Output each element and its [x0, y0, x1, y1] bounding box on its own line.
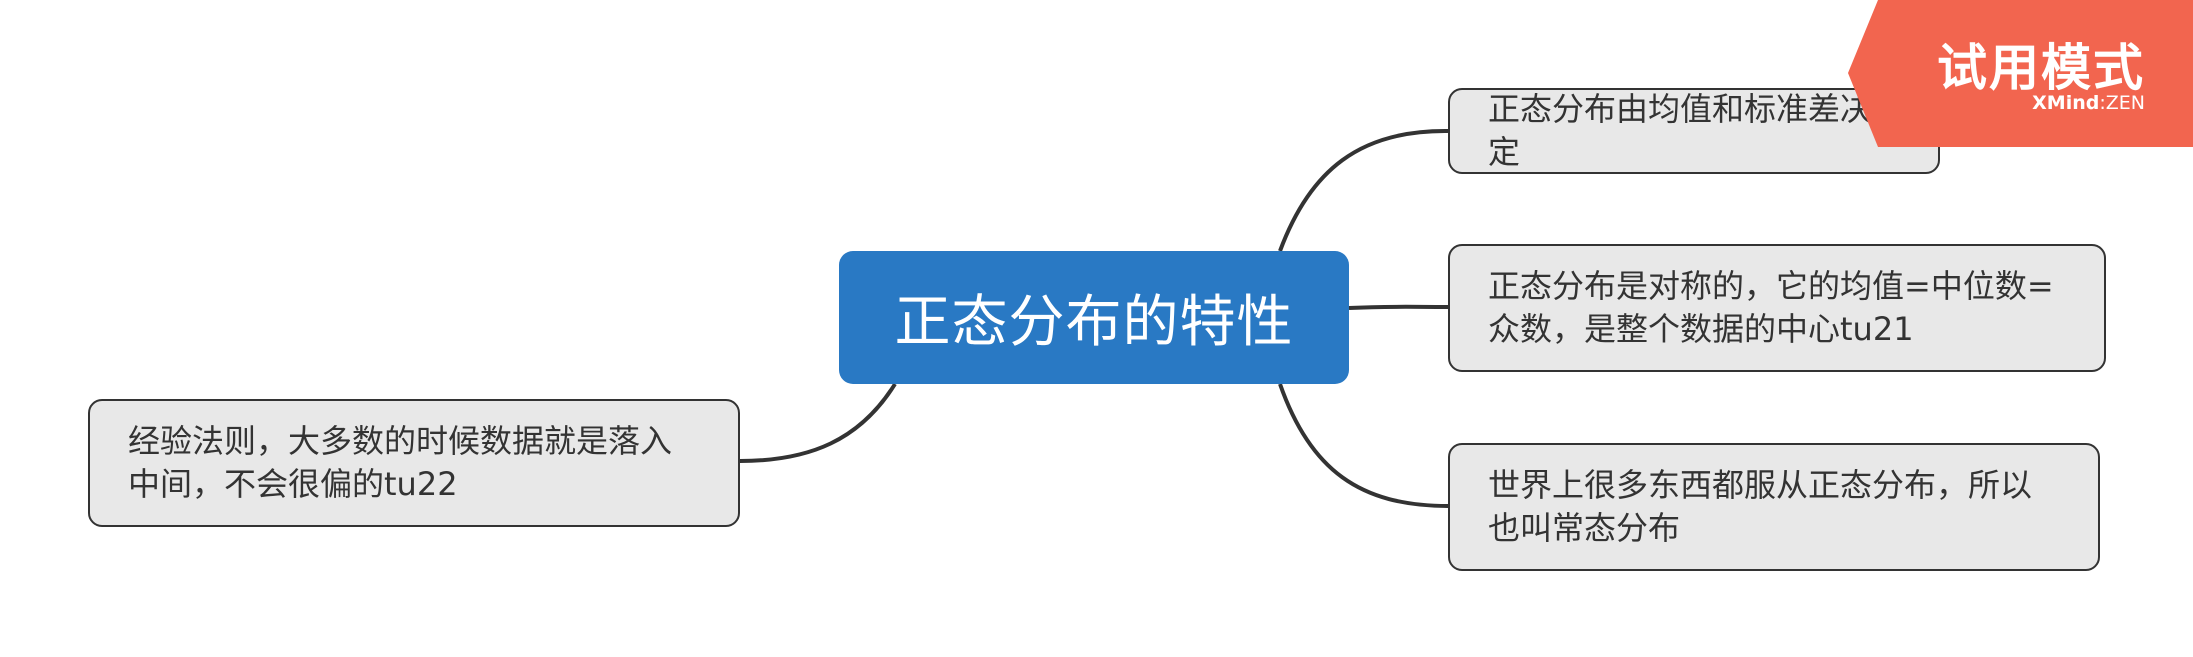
topic-branch-3-label: 世界上很多东西都服从正态分布，所以也叫常态分布	[1488, 466, 2033, 547]
topic-branch-2[interactable]: 正态分布是对称的，它的均值=中位数=众数，是整个数据的中心tu21	[1448, 244, 2106, 372]
connector-branch-1	[1278, 128, 1449, 252]
xmind-zen-logo: XMind:ZEN	[2032, 92, 2145, 114]
central-topic-label: 正态分布的特性	[894, 290, 1294, 355]
brand-edition: :ZEN	[2099, 92, 2145, 114]
badge-shape	[1848, 0, 2193, 147]
brand-name: XMind	[2032, 92, 2100, 114]
topic-branch-1-label: 正态分布由均值和标准差决定	[1488, 90, 1873, 171]
badge-title: 试用模式	[1937, 39, 2145, 97]
connector-branch-2	[1348, 304, 1449, 310]
trial-mode-badge[interactable]: 试用模式 XMind:ZEN	[1848, 0, 2193, 147]
central-topic[interactable]: 正态分布的特性	[839, 251, 1349, 384]
connector-branch-3	[1278, 383, 1449, 508]
topic-branch-4-label: 经验法则，大多数的时候数据就是落入中间，不会很偏的tu22	[128, 422, 673, 503]
topic-branch-4[interactable]: 经验法则，大多数的时候数据就是落入中间，不会很偏的tu22	[88, 399, 740, 527]
topic-branch-2-label: 正态分布是对称的，它的均值=中位数=众数，是整个数据的中心tu21	[1488, 267, 2054, 348]
connector-branch-4	[739, 382, 897, 463]
topic-branch-1[interactable]: 正态分布由均值和标准差决定	[1448, 88, 1940, 174]
topic-branch-3[interactable]: 世界上很多东西都服从正态分布，所以也叫常态分布	[1448, 443, 2100, 571]
